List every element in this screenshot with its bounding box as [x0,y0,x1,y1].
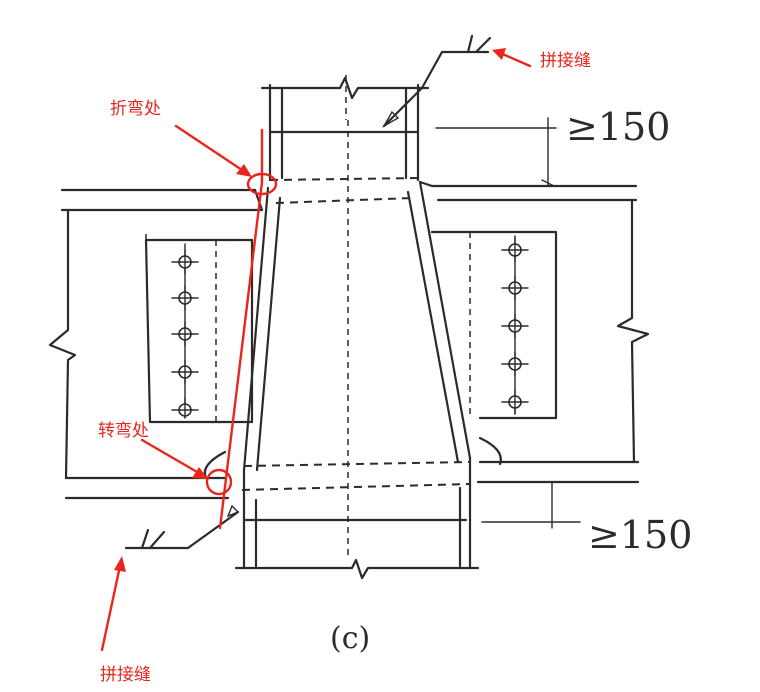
red-annotation-layer: 拼接缝 折弯处 转弯处 拼接缝 [98,48,591,685]
weld-symbol-top [382,34,492,128]
annotation-bend-point: 折弯处 [110,99,161,119]
dimension-bottom-label: ≥150 [588,513,692,557]
right-bolt-group [501,237,529,415]
bend-guide-line [218,128,264,530]
turn-arrowhead-icon [192,467,208,479]
annotation-splice-bottom: 拼接缝 [100,665,151,685]
bolt-icon [171,285,199,311]
left-bolt-group [171,249,199,419]
dimension-bottom: ≥150 [481,481,692,557]
splice-bottom-arrowhead-icon [114,556,126,572]
bend-arrow [174,124,250,176]
bolt-icon [501,313,529,339]
splice-top-arrowhead-icon [492,48,506,60]
bolt-icon [171,321,199,347]
right-beam [430,184,650,484]
lower-column [203,436,502,580]
dimension-top-label: ≥150 [566,105,670,149]
bolt-icon [171,397,199,419]
bolt-icon [501,275,529,301]
turn-arrow [140,438,206,478]
dimension-top: ≥150 [435,105,670,187]
bend-point-marker [246,172,278,196]
figure-caption: (c) [330,621,370,656]
bend-arrowhead-icon [236,164,252,177]
upper-column [260,75,430,182]
bolt-icon [501,351,529,377]
right-splice-plate [430,230,558,420]
tapered-transition-segment [241,120,472,560]
annotation-splice-top: 拼接缝 [540,51,591,71]
splice-bottom-arrow [100,564,122,652]
bolt-icon [501,389,529,415]
annotation-turn-point: 转弯处 [98,421,149,441]
bolt-icon [171,249,199,275]
left-beam [48,188,264,500]
bolt-icon [171,359,199,385]
turn-point-marker [205,468,233,496]
bolt-icon [501,237,529,263]
